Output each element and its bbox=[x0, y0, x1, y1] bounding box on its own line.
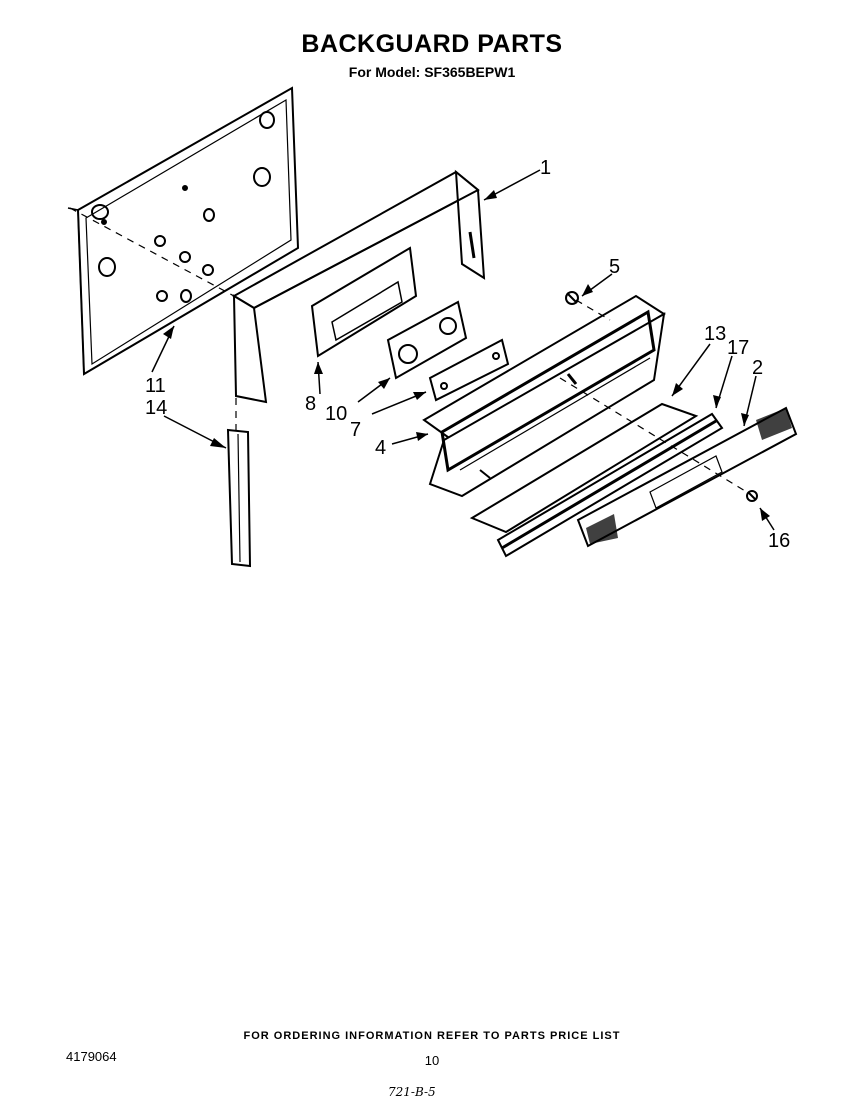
callout-13: 13 bbox=[704, 323, 726, 345]
control-bracket-part bbox=[310, 246, 418, 358]
switch-plate-part bbox=[428, 338, 510, 402]
assembly-lines bbox=[69, 207, 751, 495]
callout-2: 2 bbox=[752, 357, 763, 379]
trim-strip-part bbox=[496, 412, 724, 558]
control-panel-frame-part bbox=[422, 294, 666, 498]
screw-part-5 bbox=[565, 291, 579, 305]
model-subtitle: For Model: SF365BEPW1 bbox=[348, 64, 516, 80]
nameplate-overlay-part bbox=[576, 406, 798, 548]
screw-part-16 bbox=[746, 490, 758, 502]
page-number: 10 bbox=[424, 1053, 440, 1068]
callout-16: 16 bbox=[768, 530, 790, 552]
side-bracket-part bbox=[226, 428, 252, 568]
page-title: BACKGUARD PARTS bbox=[301, 30, 563, 58]
callout-7: 7 bbox=[350, 419, 361, 441]
callout-14: 14 bbox=[145, 397, 167, 419]
ordering-note: FOR ORDERING INFORMATION REFER TO PARTS … bbox=[243, 1030, 621, 1042]
document-number: 4179064 bbox=[66, 1049, 117, 1064]
callout-8: 8 bbox=[305, 393, 316, 415]
callout-17: 17 bbox=[727, 337, 749, 359]
leader-arrowheads bbox=[163, 190, 770, 521]
backguard-shell-part bbox=[232, 169, 486, 404]
handwritten-note: 721-B-5 bbox=[388, 1085, 436, 1099]
switch-housing-part bbox=[386, 300, 468, 380]
callout-10: 10 bbox=[325, 403, 347, 425]
callout-1: 1 bbox=[540, 157, 551, 179]
mounting-plate-part bbox=[469, 402, 699, 534]
callout-5: 5 bbox=[609, 256, 620, 278]
callout-11: 11 bbox=[145, 375, 166, 397]
callout-4: 4 bbox=[375, 437, 386, 459]
rear-panel-part bbox=[67, 86, 300, 376]
